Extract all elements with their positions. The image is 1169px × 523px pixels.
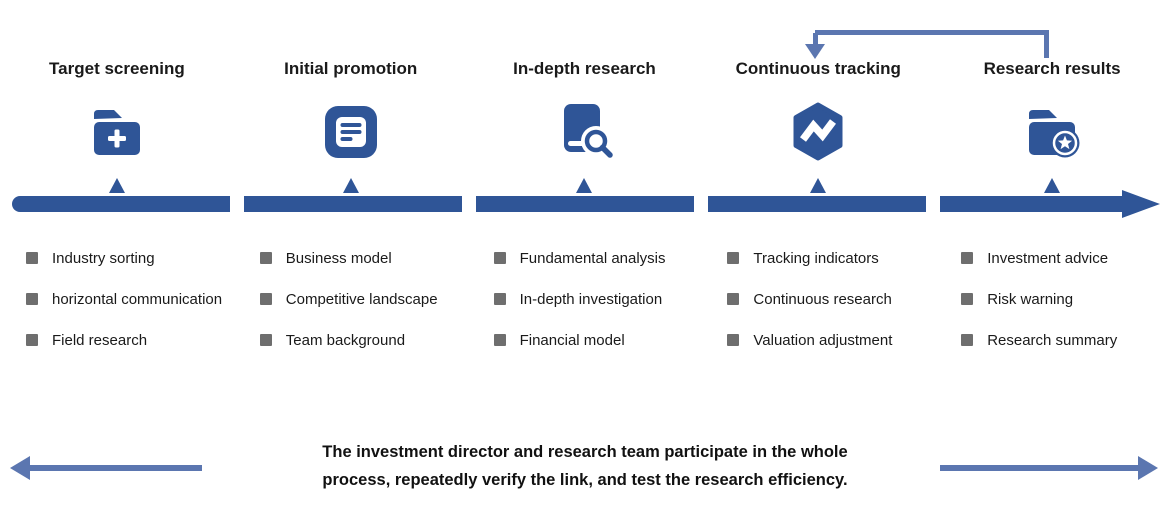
stage-title: Continuous tracking: [735, 59, 901, 78]
list-item: In-depth investigation: [493, 289, 702, 309]
timeline-segment: [708, 196, 926, 212]
timeline-segment: [940, 196, 1122, 212]
folder-plus-icon: [93, 110, 140, 155]
left-arrow-shaft: [28, 465, 202, 471]
list-item: Industry sorting: [26, 248, 234, 268]
square-bullet-icon: [259, 252, 272, 264]
list-item: Competitive landscape: [259, 289, 468, 309]
right-arrow-shaft: [940, 465, 1140, 471]
stage-title: Initial promotion: [284, 59, 418, 78]
pointer-up-icon: [1044, 178, 1061, 193]
square-bullet-icon: [26, 293, 38, 305]
pointer-up-icon: [576, 178, 593, 193]
list-initial-promotion: Business model Competitive landscape Tea…: [234, 240, 468, 371]
arrow-left-icon: [10, 456, 30, 480]
stage-initial-promotion: Initial promotion: [234, 58, 468, 193]
timeline-segment: [12, 196, 230, 212]
list-item-label: Competitive landscape: [285, 290, 438, 308]
square-bullet-icon: [961, 293, 974, 305]
feedback-arrow-left-line: [813, 33, 818, 44]
hexagon-pulse-icon: [793, 102, 843, 161]
list-item: Continuous research: [727, 289, 935, 309]
process-timeline: [0, 190, 1169, 218]
list-target-screening: Industry sorting horizontal communicatio…: [0, 240, 234, 371]
pointer-up-icon: [810, 178, 827, 193]
square-bullet-icon: [493, 293, 506, 305]
square-bullet-icon: [961, 252, 974, 264]
list-item-label: Tracking indicators: [753, 249, 879, 267]
square-bullet-icon: [727, 293, 740, 305]
list-item-label: Research summary: [987, 331, 1118, 349]
folder-star-icon: [1029, 110, 1080, 158]
list-item: Business model: [259, 248, 468, 268]
stage-title: Research results: [983, 59, 1121, 78]
stage-title: Target screening: [49, 59, 185, 78]
note-document-icon: [324, 106, 377, 158]
pointer-up-icon: [342, 178, 359, 193]
footer-note-line1: The investment director and research tea…: [322, 443, 848, 461]
footer-note-line2: process, repeatedly verify the link, and…: [322, 471, 848, 489]
list-research-results: Investment advice Risk warning Research …: [935, 240, 1169, 371]
list-item: Financial model: [493, 330, 702, 350]
stage-in-depth-research: In-depth research: [468, 58, 702, 193]
stage-target-screening: Target screening: [0, 58, 234, 193]
footer-note: The investment director and research tea…: [260, 438, 910, 494]
pointer-up-icon: [108, 178, 125, 193]
list-item: horizontal communication: [26, 289, 234, 309]
list-item: Risk warning: [961, 289, 1169, 309]
timeline-segment: [476, 196, 694, 212]
list-item-label: Risk warning: [987, 290, 1074, 308]
arrow-down-icon: [805, 44, 825, 59]
square-bullet-icon: [259, 334, 272, 346]
list-item-label: Continuous research: [753, 290, 892, 308]
square-bullet-icon: [26, 334, 38, 346]
list-item-label: Valuation adjustment: [753, 331, 893, 349]
square-bullet-icon: [493, 334, 506, 346]
list-item-label: Industry sorting: [52, 249, 155, 267]
list-item: Valuation adjustment: [727, 330, 935, 350]
arrow-right-icon: [1122, 190, 1160, 218]
list-item-label: Fundamental analysis: [519, 249, 666, 267]
square-bullet-icon: [259, 293, 272, 305]
square-bullet-icon: [727, 334, 740, 346]
list-item-label: Financial model: [519, 331, 625, 349]
list-item: Tracking indicators: [727, 248, 935, 268]
list-item: Fundamental analysis: [493, 248, 702, 268]
list-item-label: Team background: [285, 331, 406, 349]
stage-continuous-tracking: Continuous tracking: [701, 58, 935, 193]
list-item: Team background: [259, 330, 468, 350]
square-bullet-icon: [26, 252, 38, 264]
list-continuous-tracking: Tracking indicators Continuous research …: [701, 240, 935, 371]
stage-research-results: Research results: [935, 58, 1169, 193]
square-bullet-icon: [727, 252, 740, 264]
list-in-depth-research: Fundamental analysis In-depth investigat…: [468, 240, 702, 371]
list-item-label: Business model: [285, 249, 392, 267]
list-item-label: In-depth investigation: [519, 290, 663, 308]
stages-row: Target screening Initial promotion In-de…: [0, 0, 1169, 193]
feedback-arrow-right-line: [1044, 30, 1049, 58]
feedback-arrow-horizontal-line: [815, 30, 1049, 35]
list-item-label: Field research: [52, 331, 148, 349]
stage-title: In-depth research: [513, 59, 656, 78]
list-item: Field research: [26, 330, 234, 350]
stage-detail-lists: Industry sorting horizontal communicatio…: [0, 240, 1169, 371]
book-search-icon: [564, 104, 614, 158]
list-item-label: Investment advice: [987, 249, 1109, 267]
list-item-label: horizontal communication: [52, 290, 223, 308]
list-item: Research summary: [961, 330, 1169, 350]
list-item: Investment advice: [961, 248, 1169, 268]
arrow-right-icon: [1138, 456, 1158, 480]
square-bullet-icon: [493, 252, 506, 264]
square-bullet-icon: [961, 334, 974, 346]
timeline-segment: [244, 196, 462, 212]
